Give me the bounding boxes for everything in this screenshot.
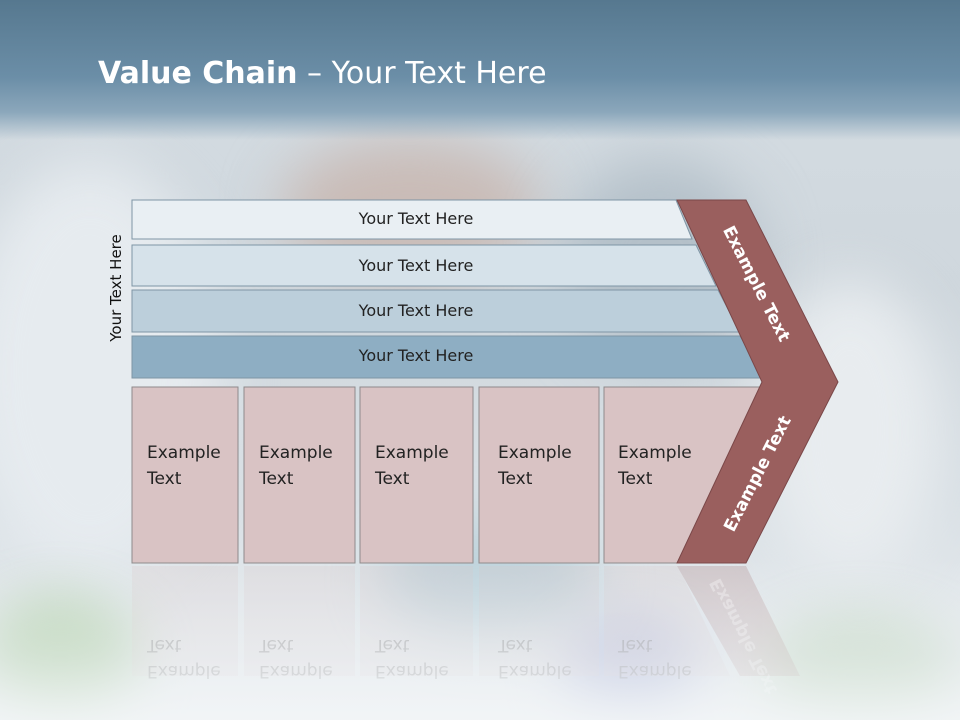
- activity-box-3[interactable]: [359, 386, 474, 564]
- activity-box-2[interactable]: [243, 386, 356, 564]
- slide-title: Value Chain – Your Text Here: [98, 54, 547, 94]
- row-label-2: Your Text Here: [358, 256, 474, 275]
- title-banner: [0, 0, 960, 140]
- activity-box-1[interactable]: [131, 386, 239, 564]
- box-label-2-line1: Example: [259, 443, 333, 463]
- box-label-2-line2: Text: [259, 469, 294, 489]
- row-label-4: Your Text Here: [358, 346, 474, 365]
- reflection-fade: [0, 560, 960, 720]
- box-label-4-line2: Text: [498, 469, 533, 489]
- title-bold: Value Chain: [98, 56, 298, 91]
- box-label-1-line2: Text: [147, 469, 182, 489]
- box-label-3-line2: Text: [375, 469, 410, 489]
- box-label-5-line1: Example: [618, 443, 692, 463]
- row-bar-1[interactable]: [131, 199, 693, 240]
- box-label-1-line1: Example: [147, 443, 221, 463]
- row-bar-2[interactable]: [131, 244, 717, 287]
- row-label-1: Your Text Here: [358, 209, 474, 228]
- box-label-3-line1: Example: [375, 443, 449, 463]
- box-label-5-line2: Text: [618, 469, 653, 489]
- row-label-3: Your Text Here: [358, 301, 474, 320]
- title-rest: – Your Text Here: [297, 56, 547, 91]
- activity-box-4[interactable]: [478, 386, 600, 564]
- box-label-4-line1: Example: [498, 443, 572, 463]
